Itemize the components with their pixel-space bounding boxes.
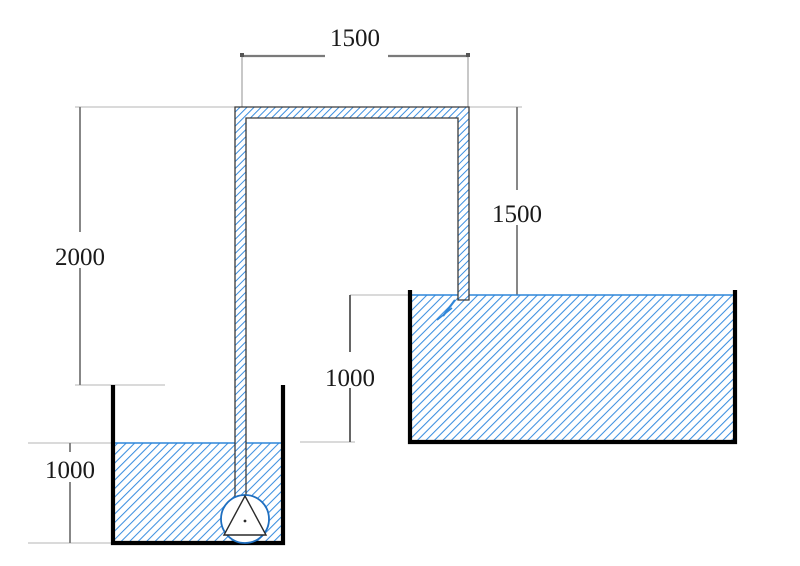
dimension-label-left-tank-depth: 1000 xyxy=(45,457,95,484)
pipe-wall-hatched xyxy=(234,106,470,513)
suction-tank xyxy=(110,385,286,546)
discharge-tank xyxy=(407,290,738,445)
left-tank-wall xyxy=(110,385,286,546)
dimension-tick-left xyxy=(240,53,244,57)
dimension-label-pipe-span: 1500 xyxy=(330,25,380,52)
right-tank-water-fill xyxy=(412,295,733,442)
dimension-label-discharge-drop: 1500 xyxy=(492,201,542,228)
dimension-pump-lift-height: 2000 xyxy=(55,106,240,386)
pump-center-dot xyxy=(243,519,247,523)
dimension-pipe-span-horizontal: 1500 xyxy=(240,25,470,110)
dimension-tick-right xyxy=(466,53,470,57)
dimension-label-right-tank-depth: 1000 xyxy=(325,365,375,392)
splash-stroke-secondary xyxy=(436,307,453,321)
dimension-label-pump-lift: 2000 xyxy=(55,244,105,271)
delivery-pipe xyxy=(234,106,470,513)
pump-triangle xyxy=(222,494,268,536)
dimension-discharge-drop-height: 1500 xyxy=(463,106,560,296)
right-tank-wall xyxy=(407,290,738,445)
dimension-right-tank-water-depth: 1000 xyxy=(300,294,455,443)
dimension-left-tank-water-depth: 1000 xyxy=(28,442,113,544)
discharge-splash xyxy=(436,299,456,321)
centrifugal-pump xyxy=(220,494,270,544)
